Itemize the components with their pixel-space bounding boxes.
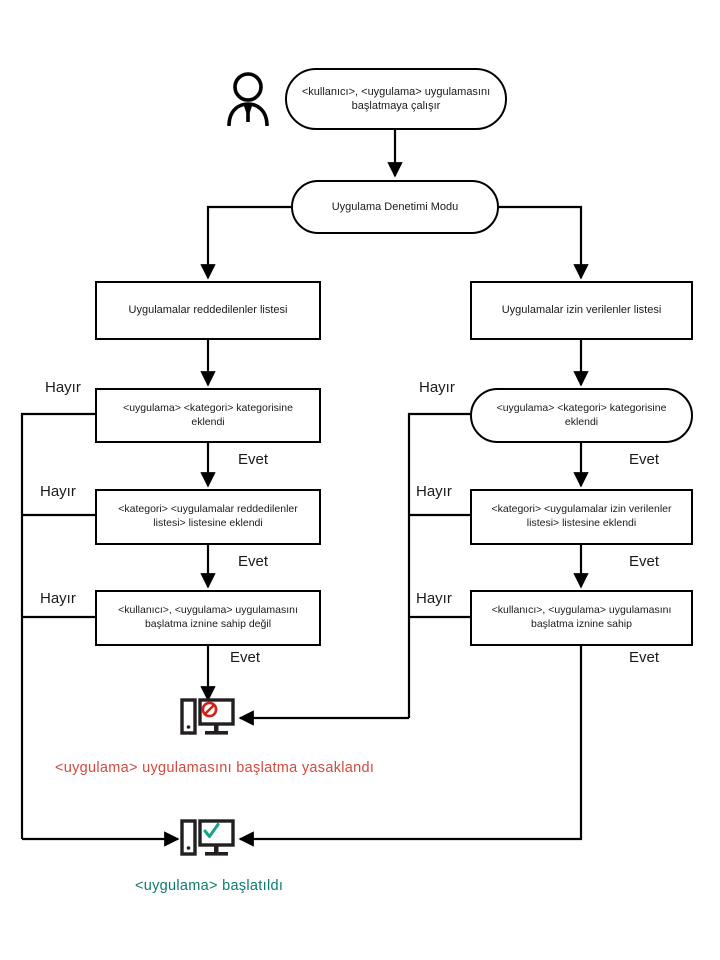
edge-right-no-rail [407,412,470,718]
mode-label: Uygulama Denetimi Modu [331,200,459,213]
edge-label-no-left-1: Hayır [45,379,81,396]
blocked-terminal-label: <uygulama> uygulamasını başlatma yasakla… [55,760,375,776]
edge-label-no-right-1: Hayır [419,379,455,396]
edge-label-yes-right-2: Evet [629,553,660,570]
user-person-icon [222,70,274,128]
edge-mode-to-allowlist [499,205,589,280]
deny-category-line-1: <uygulama> <kategori> kategorisine [123,401,293,414]
edge-mode-to-denylist [200,205,291,280]
edge-label-yes-left-3: Evet [230,649,261,666]
edge-allow-permission-to-started [238,646,583,847]
allowlist-label: Uygulamalar izin verilenler listesi [501,304,662,317]
allowed-category-check-node[interactable]: <uygulama> <kategori> kategorisine eklen… [470,388,693,443]
deny-permission-line-2: başlatma iznine sahip değil [144,618,272,630]
edge-label-yes-right-1: Evet [629,451,660,468]
denylist-label: Uygulamalar reddedilenler listesi [128,304,288,317]
allow-list-added-line-1: <kategori> <uygulamalar izin verilenler [491,503,672,516]
allowed-list-added-check-node[interactable]: <kategori> <uygulamalar izin verilenler … [470,489,693,545]
edge-label-no-right-3: Hayır [416,590,452,607]
allowed-applications-list-node[interactable]: Uygulamalar izin verilenler listesi [470,281,693,340]
allow-category-line-2: eklendi [564,415,599,428]
allow-permission-line-2: başlatma iznine sahip [531,618,632,630]
computer-blocked-icon [180,697,236,741]
edge-label-no-left-2: Hayır [40,483,76,500]
application-control-mode-node[interactable]: Uygulama Denetimi Modu [291,180,499,234]
computer-allowed-icon [180,818,236,862]
edge-label-yes-left-2: Evet [238,553,269,570]
start-line-2: başlatmaya çalışır [351,100,441,112]
denied-list-added-check-node[interactable]: <kategori> <uygulamalar reddedilenler li… [95,489,321,545]
edge-label-no-left-3: Hayır [40,590,76,607]
edge-label-no-right-2: Hayır [416,483,452,500]
allow-permission-line-1: <kullanıcı>, <uygulama> uygulamasını [491,604,672,617]
edge-label-yes-right-3: Evet [629,649,660,666]
deny-list-added-line-2: listesi> listesine eklendi [153,517,263,529]
start-event-node[interactable]: <kullanıcı>, <uygulama> uygulamasını baş… [285,68,507,130]
allow-category-line-1: <uygulama> <kategori> kategorisine [496,401,667,414]
no-start-permission-check-node[interactable]: <kullanıcı>, <uygulama> uygulamasını baş… [95,590,321,646]
deny-permission-line-1: <kullanıcı>, <uygulama> uygulamasını [118,604,298,617]
edge-label-yes-left-1: Evet [238,451,269,468]
started-terminal-label: <uygulama> başlatıldı [135,878,284,894]
denied-category-check-node[interactable]: <uygulama> <kategori> kategorisine eklen… [95,388,321,443]
allow-list-added-line-2: listesi> listesine eklendi [526,517,637,529]
denied-applications-list-node[interactable]: Uygulamalar reddedilenler listesi [95,281,321,340]
deny-category-line-2: eklendi [191,415,225,428]
has-start-permission-check-node[interactable]: <kullanıcı>, <uygulama> uygulamasını baş… [470,590,693,646]
deny-list-added-line-1: <kategori> <uygulamalar reddedilenler [118,503,298,516]
edge-left-no-rail [20,412,95,839]
start-line-1: <kullanıcı>, <uygulama> uygulamasını [301,85,491,98]
